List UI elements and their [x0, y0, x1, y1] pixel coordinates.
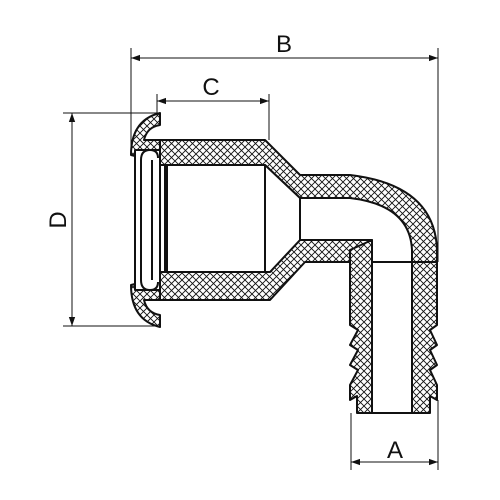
dim-c-label: C: [202, 74, 219, 101]
fitting-body: [130, 112, 438, 414]
outlet-left-wall: [349, 239, 373, 414]
dimension-b: [130, 48, 439, 262]
socket-bore: [164, 164, 301, 273]
lower-shell-section: [130, 283, 161, 328]
dimension-a: [350, 400, 439, 470]
outlet-bore: [371, 261, 413, 414]
flange-face: [134, 156, 153, 284]
upper-shell-section: [130, 112, 161, 157]
dim-a-label: A: [387, 437, 403, 464]
dimension-d: [63, 112, 160, 327]
dimension-c: [156, 94, 270, 140]
outlet-right-wall: [411, 261, 438, 414]
flange-bottom-curl: [140, 279, 159, 291]
dim-b-label: B: [276, 31, 292, 58]
flange-top-curl: [140, 149, 159, 161]
dim-d-label: D: [45, 211, 72, 228]
